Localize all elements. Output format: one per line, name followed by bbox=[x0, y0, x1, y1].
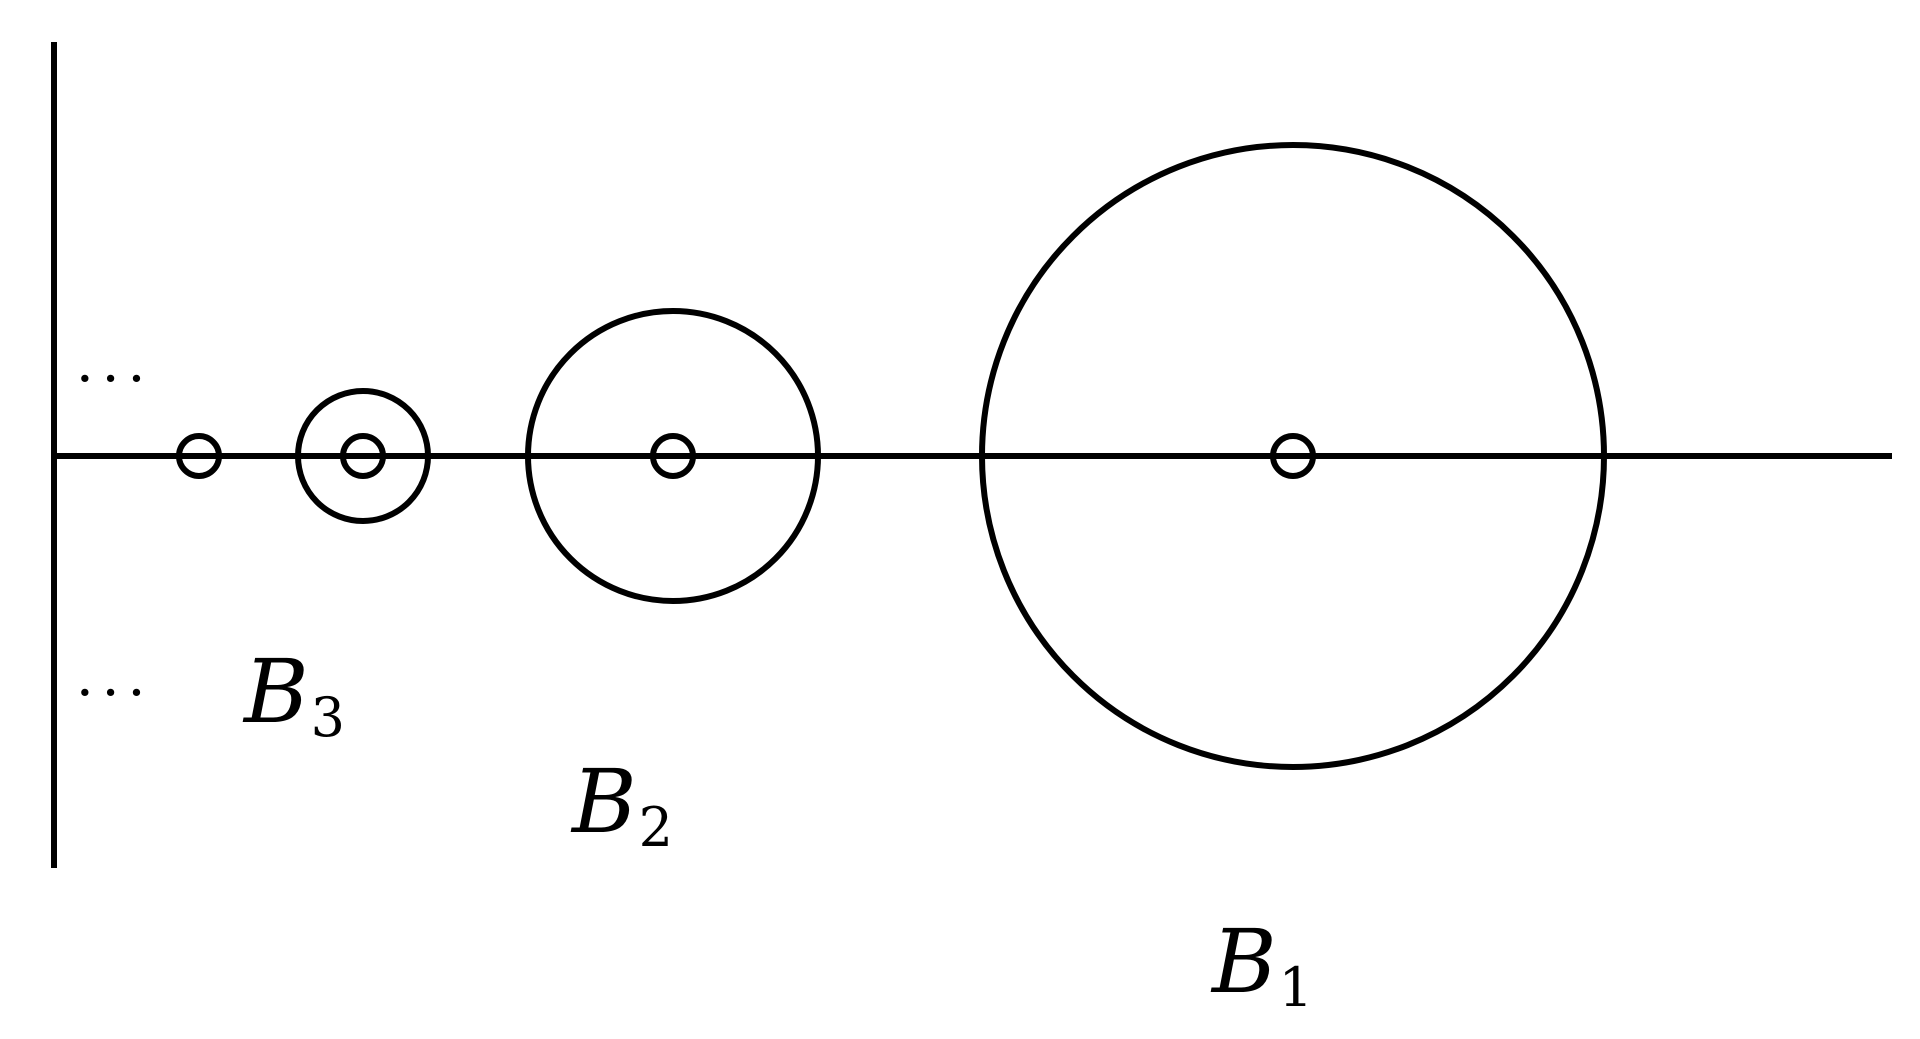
label-b2-subscript: 2 bbox=[639, 796, 673, 859]
label-b2-main: B bbox=[570, 750, 637, 853]
label-b1-subscript: 1 bbox=[1279, 956, 1313, 1019]
ellipsis-upper: ··· bbox=[76, 347, 153, 412]
label-b1: B1 bbox=[1210, 910, 1313, 1019]
ball-b1-outer-circle bbox=[979, 142, 1607, 770]
ball-b2-outer-circle bbox=[525, 308, 821, 604]
label-b3: B3 bbox=[242, 640, 345, 749]
label-b1-main: B bbox=[1210, 910, 1277, 1013]
label-b3-main: B bbox=[242, 640, 309, 743]
ball-b1-center-circle bbox=[1270, 433, 1316, 479]
ball-b3-outer-circle bbox=[295, 388, 431, 524]
label-b2: B2 bbox=[570, 750, 673, 859]
label-b3-subscript: 3 bbox=[311, 686, 345, 749]
ball-b3-center-circle bbox=[340, 433, 386, 479]
ball-b4-center-circle bbox=[176, 433, 222, 479]
ball-b2-center-circle bbox=[650, 433, 696, 479]
ellipsis-lower: ··· bbox=[76, 661, 153, 726]
